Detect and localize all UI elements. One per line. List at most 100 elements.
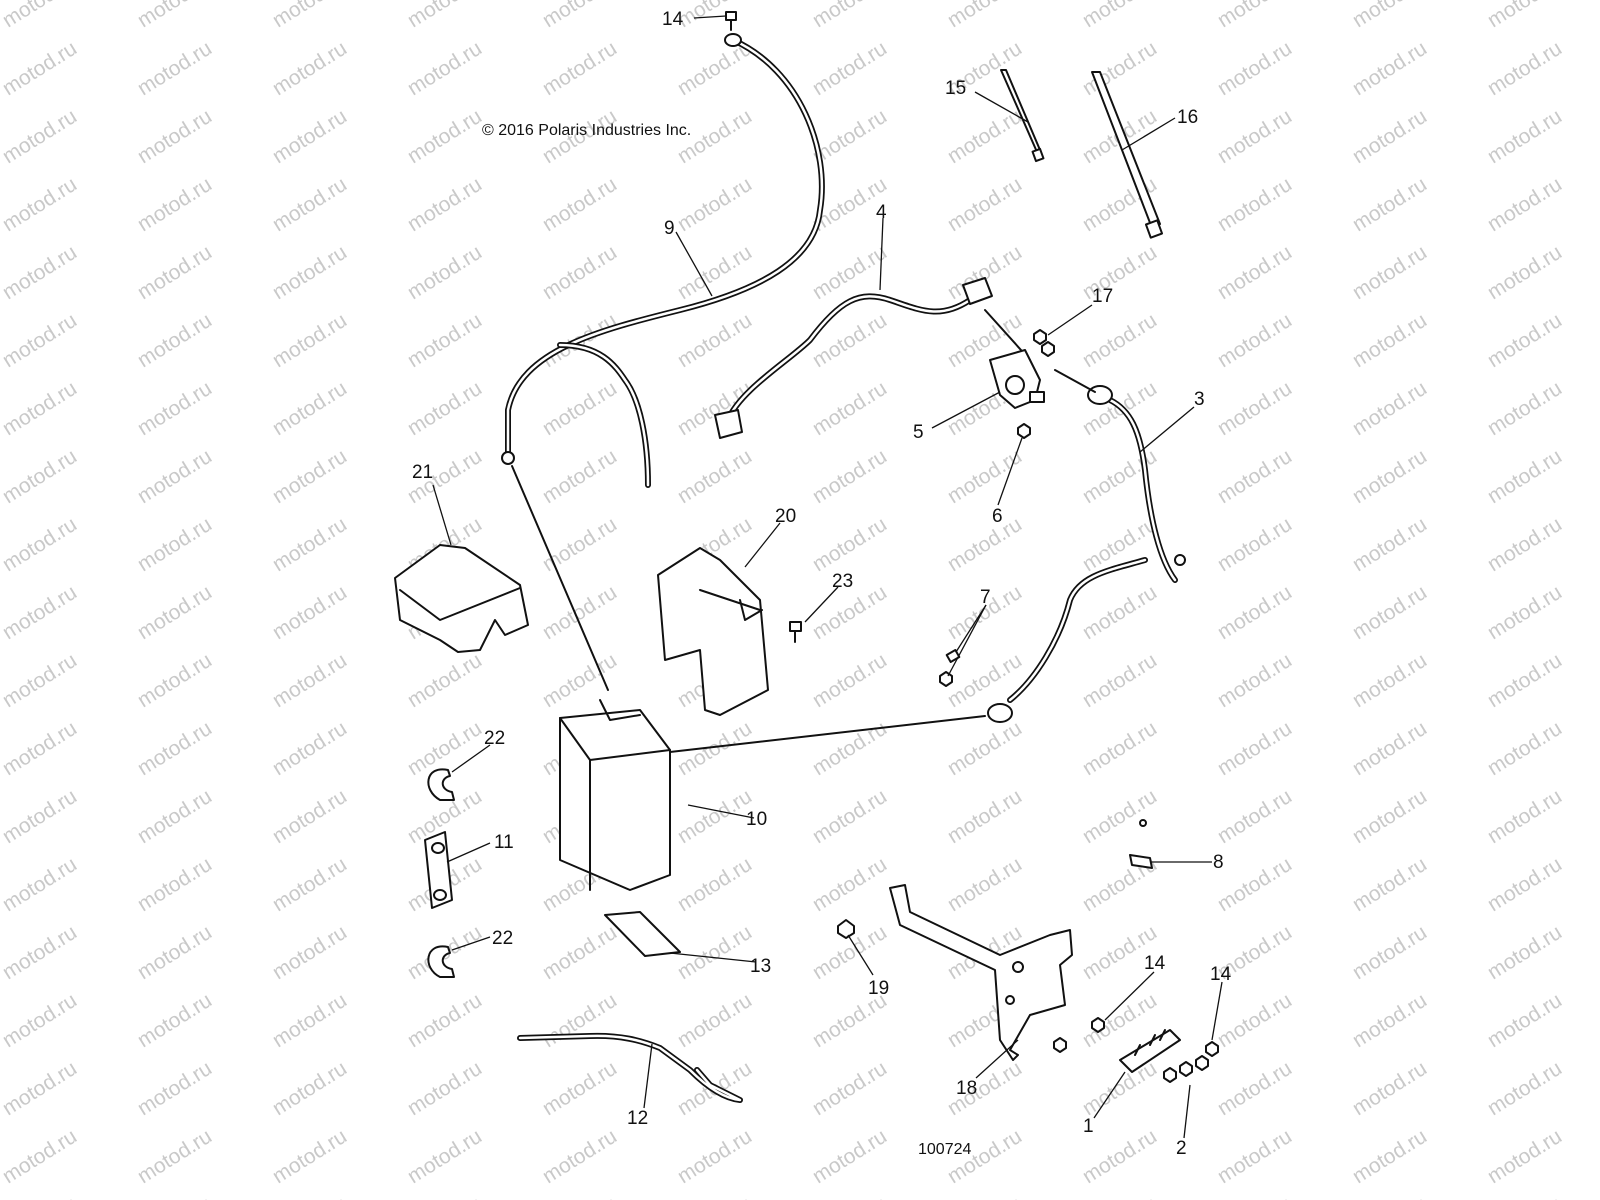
watermark-text: motod.ru	[1483, 105, 1565, 168]
watermark-text: motod.ru	[673, 377, 755, 440]
watermark-text: motod.ru	[1078, 649, 1160, 712]
watermark-text: motod.ru	[1348, 513, 1430, 576]
watermark-text: motod.ru	[943, 785, 1025, 848]
watermark-text: motod.ru	[0, 717, 81, 780]
watermark-text: motod.ru	[538, 241, 620, 304]
callout-9: 9	[664, 218, 675, 239]
watermark-text: motod.ru	[403, 173, 485, 236]
watermark-text: motod.ru	[268, 241, 350, 304]
watermark-text: motod.ru	[133, 513, 215, 576]
watermark-text: motod.ru	[133, 853, 215, 916]
watermark-text: motod.ru	[1483, 717, 1565, 780]
watermark-text: motod.ru	[0, 1057, 81, 1120]
part-12-cable	[517, 1032, 743, 1103]
watermark-text: motod.ru	[1348, 241, 1430, 304]
copyright-text: © 2016 Polaris Industries Inc.	[482, 122, 691, 139]
part-23-bolt	[789, 621, 802, 643]
callout-14: 14	[662, 9, 684, 30]
watermark-text: motod.ru	[538, 37, 620, 100]
callout-10: 10	[746, 809, 767, 830]
watermark-text: motod.ru	[268, 309, 350, 372]
watermark-text: motod.ru	[1483, 1125, 1565, 1188]
watermark-text: motod.ru	[808, 0, 890, 32]
watermark-text: motod.ru	[1348, 1193, 1430, 1200]
watermark-text: motod.ru	[538, 1057, 620, 1120]
part-11-strap	[424, 831, 453, 909]
watermark-text: motod.ru	[268, 0, 350, 32]
part-22-clip-top	[427, 768, 455, 801]
callout-22-top: 22	[484, 728, 505, 749]
watermark-text: motod.ru	[1483, 1057, 1565, 1120]
watermark-text: motod.ru	[0, 377, 81, 440]
watermark-text: motod.ru	[1483, 853, 1565, 916]
watermark-text: motod.ru	[1483, 377, 1565, 440]
callout-4: 4	[876, 202, 887, 223]
watermark-text: motod.ru	[1483, 1193, 1565, 1200]
part-9-cable	[501, 33, 825, 691]
leader-lines	[432, 15, 1223, 1139]
watermark-text: motod.ru	[403, 309, 485, 372]
watermark-text: motod.ru	[0, 309, 81, 372]
callout-15: 15	[945, 78, 966, 99]
callout-18: 18	[956, 1078, 977, 1099]
watermark-text: motod.ru	[673, 853, 755, 916]
watermark-text: motod.ru	[0, 785, 81, 848]
watermark-text: motod.ru	[268, 581, 350, 644]
watermark-text: motod.ru	[1213, 513, 1295, 576]
watermark-text: motod.ru	[1213, 785, 1295, 848]
watermark-text: motod.ru	[1213, 649, 1295, 712]
watermark-text: motod.ru	[1483, 445, 1565, 508]
watermark-text: motod.ru	[1483, 37, 1565, 100]
watermark-text: motod.ru	[0, 445, 81, 508]
watermark-text: motod.ru	[1348, 1125, 1430, 1188]
part-1-terminal-block	[1119, 1029, 1181, 1073]
part-15-cable-tie	[1000, 69, 1045, 163]
watermark-text: motod.ru	[0, 649, 81, 712]
part-13-label	[604, 911, 681, 957]
watermark-text: motod.ru	[808, 717, 890, 780]
watermark-text: motod.ru	[808, 1125, 890, 1188]
watermark-text: motod.ru	[1483, 989, 1565, 1052]
watermark-text: motod.ru	[0, 853, 81, 916]
watermark-text: motod.ru	[268, 37, 350, 100]
part-6-nut	[1017, 423, 1031, 439]
callout-11: 11	[494, 832, 514, 853]
watermark-text: motod.ru	[943, 513, 1025, 576]
watermark-text: motod.ru	[403, 1057, 485, 1120]
watermark-text: motod.ru	[268, 173, 350, 236]
watermark-text: motod.ru	[133, 1057, 215, 1120]
callout-21: 21	[412, 462, 433, 483]
watermark-text: motod.ru	[133, 1193, 215, 1200]
watermark-text: motod.ru	[673, 1125, 755, 1188]
watermark-text: motod.ru	[1078, 37, 1160, 100]
callout-20: 20	[775, 506, 796, 527]
callout-17: 17	[1092, 286, 1113, 307]
watermark-text: motod.ru	[1348, 581, 1430, 644]
watermark-text: motod.ru	[1213, 0, 1295, 32]
watermark-text: motod.ru	[1213, 37, 1295, 100]
watermark-text: motod.ru	[943, 717, 1025, 780]
watermark-text: motod.ru	[133, 173, 215, 236]
watermark-text: motod.ru	[1213, 853, 1295, 916]
watermark-text: motod.ru	[1483, 241, 1565, 304]
watermark-text: motod.ru	[808, 649, 890, 712]
watermark-text: motod.ru	[808, 1057, 890, 1120]
watermark-text: motod.ru	[268, 377, 350, 440]
watermark-text: motod.ru	[1213, 1057, 1295, 1120]
watermark-text: motod.ru	[1483, 649, 1565, 712]
callout-labels: 14 15 16 9 4 17 3 5 6 21 20 23 7 22 10 1…	[412, 9, 1232, 1159]
callout-14-right: 14	[1210, 964, 1232, 985]
callout-7: 7	[980, 587, 991, 608]
watermark-text: motod.ru	[1483, 785, 1565, 848]
watermark-text: motod.ru	[673, 989, 755, 1052]
part-10-battery	[559, 699, 986, 891]
watermark-text: motod.ru	[1348, 0, 1430, 32]
watermark-text: motod.ru	[538, 173, 620, 236]
part-2-nuts	[1163, 1055, 1209, 1083]
part-14-bolt-top	[725, 11, 737, 31]
watermark-text: motod.ru	[268, 921, 350, 984]
watermark-text: motod.ru	[268, 1125, 350, 1188]
watermark-text: motod.ru	[1348, 309, 1430, 372]
watermark-text: motod.ru	[1078, 1057, 1160, 1120]
watermark-text: motod.ru	[538, 513, 620, 576]
